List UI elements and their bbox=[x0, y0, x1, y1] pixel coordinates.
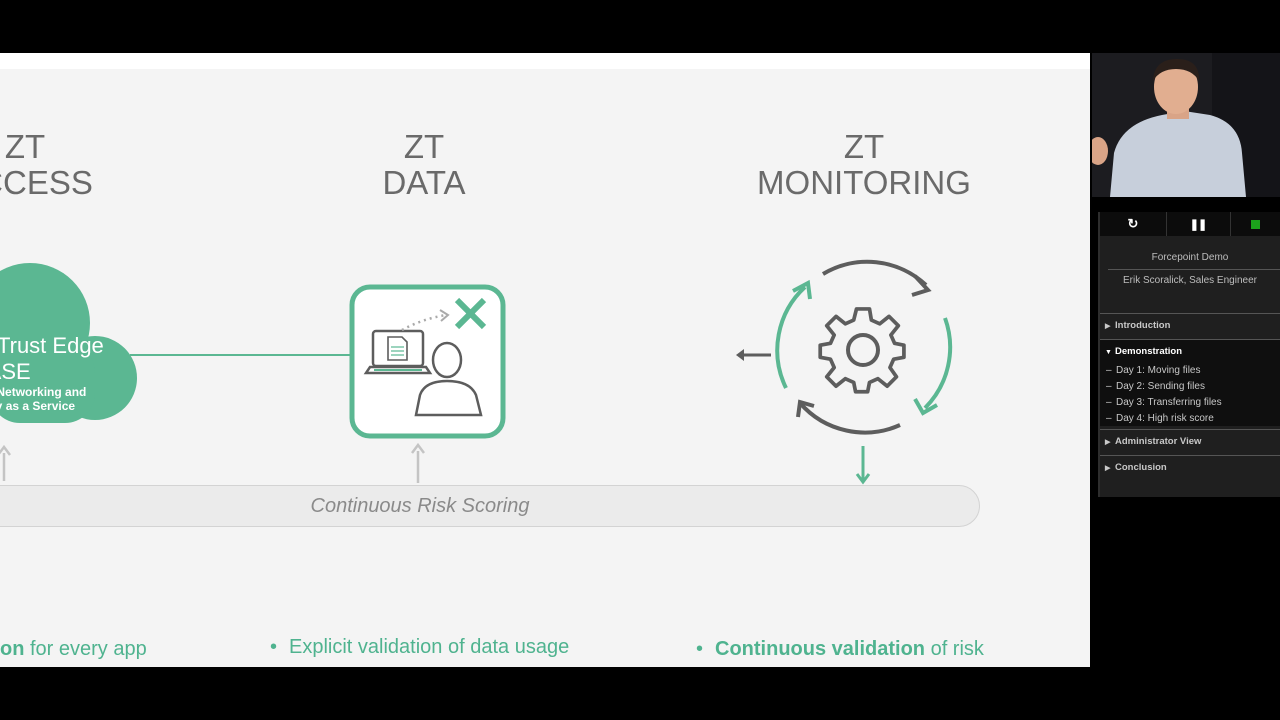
chevron-right-icon: ▶ bbox=[1105, 323, 1111, 330]
chapter-label: Day 2: Sending files bbox=[1116, 381, 1205, 392]
section-label: Demonstration bbox=[1115, 346, 1183, 357]
risk-scoring-label: Continuous Risk Scoring bbox=[310, 495, 530, 517]
heading-line2: DATA bbox=[382, 164, 466, 201]
bullet-access-text: for every app bbox=[24, 638, 147, 660]
heading-line2: MONITORING bbox=[757, 164, 971, 201]
data-usage-icon bbox=[349, 284, 506, 439]
chapter-label: Day 4: High risk score bbox=[1116, 413, 1214, 424]
dash-icon: – bbox=[1106, 397, 1112, 408]
section-conclusion[interactable]: ▶ Conclusion bbox=[1100, 455, 1280, 479]
dash-icon: – bbox=[1106, 365, 1112, 376]
bullet-monitoring: • Continuous validation of risk bbox=[696, 638, 984, 661]
stop-icon bbox=[1250, 219, 1260, 229]
info-divider bbox=[1108, 269, 1280, 270]
presenter-webcam bbox=[1092, 53, 1280, 197]
cloud-subtitle-line1: Secure Networking and bbox=[0, 385, 87, 399]
slide-canvas: ZT ACCESS ZT DATA ZT MONITORING bbox=[0, 53, 1090, 667]
presenter-name: Erik Scoralick, Sales Engineer bbox=[1123, 275, 1257, 286]
heading-zt-monitoring: ZT MONITORING bbox=[714, 129, 1014, 201]
dash-icon: – bbox=[1106, 413, 1112, 424]
presentation-title: Forcepoint Demo bbox=[1151, 252, 1229, 263]
replay-icon: ↻ bbox=[1127, 216, 1139, 231]
player-controls: ↻ ❚❚ bbox=[1100, 212, 1280, 236]
section-label: Administrator View bbox=[1115, 436, 1202, 447]
presentation-info: Forcepoint Demo Erik Scoralick, Sales En… bbox=[1100, 246, 1280, 292]
bullet-data-text: Explicit validation of data usage bbox=[289, 636, 570, 658]
heading-line1: ZT bbox=[4, 128, 46, 165]
slide-top-strip bbox=[0, 53, 1090, 69]
section-administrator-view[interactable]: ▶ Administrator View bbox=[1100, 429, 1280, 453]
heading-zt-data: ZT DATA bbox=[324, 129, 524, 201]
chapter-day-4[interactable]: –Day 4: High risk score bbox=[1100, 411, 1280, 426]
risk-scoring-bar bbox=[0, 485, 980, 527]
panel-divider bbox=[1098, 212, 1100, 497]
bullet-marker: • bbox=[696, 638, 704, 660]
pause-button[interactable]: ❚❚ bbox=[1166, 212, 1231, 236]
bullet-access: •Explicit permission for every app bbox=[0, 638, 147, 661]
cloud-shape bbox=[0, 263, 137, 423]
chevron-right-icon: ▶ bbox=[1105, 439, 1111, 446]
replay-button[interactable]: ↻ bbox=[1100, 212, 1167, 236]
monitoring-cycle-icon bbox=[736, 259, 953, 435]
bullet-access-bold: Explicit permission bbox=[0, 638, 25, 660]
chevron-right-icon: ▶ bbox=[1105, 465, 1111, 472]
player-sidebar: ↻ ❚❚ Forcepoint Demo Erik Scoralick, Sal… bbox=[1100, 212, 1280, 497]
chevron-down-icon: ▼ bbox=[1105, 349, 1112, 356]
bullet-marker: • bbox=[270, 636, 278, 658]
dash-icon: – bbox=[1106, 381, 1112, 392]
cloud-subtitle-line2: Security as a Service bbox=[0, 399, 76, 413]
presenter-video-frame bbox=[1092, 53, 1280, 197]
arrow-up-access bbox=[0, 444, 11, 481]
zt-diagram bbox=[0, 259, 953, 485]
cloud-title-line1: Trust Edge bbox=[0, 333, 104, 358]
chapter-day-1[interactable]: –Day 1: Moving files bbox=[1100, 363, 1280, 379]
chapter-day-2[interactable]: –Day 2: Sending files bbox=[1100, 379, 1280, 395]
stop-button[interactable] bbox=[1230, 212, 1280, 236]
chapter-day-3[interactable]: –Day 3: Transferring files bbox=[1100, 395, 1280, 411]
section-label: Introduction bbox=[1115, 320, 1171, 331]
cloud-title-line2: SASE bbox=[0, 359, 31, 384]
bullet-monitoring-text: of risk bbox=[925, 638, 984, 660]
arrow-up-data bbox=[411, 442, 425, 483]
section-label: Conclusion bbox=[1115, 462, 1167, 473]
heading-zt-access: ZT ACCESS bbox=[0, 129, 125, 201]
arrow-down-monitoring bbox=[855, 446, 871, 485]
heading-line1: ZT bbox=[843, 128, 885, 165]
bullet-monitoring-bold: Continuous validation bbox=[715, 638, 926, 660]
pause-icon: ❚❚ bbox=[1189, 218, 1207, 231]
section-demonstration[interactable]: ▼Demonstration bbox=[1100, 339, 1280, 363]
chapter-label: Day 1: Moving files bbox=[1116, 365, 1201, 376]
section-introduction[interactable]: ▶ Introduction bbox=[1100, 313, 1280, 337]
heading-line1: ZT bbox=[403, 128, 445, 165]
bullet-data: • Explicit validation of data usage bbox=[270, 636, 569, 659]
chapter-label: Day 3: Transferring files bbox=[1116, 397, 1222, 408]
heading-line2: ACCESS bbox=[0, 164, 93, 201]
